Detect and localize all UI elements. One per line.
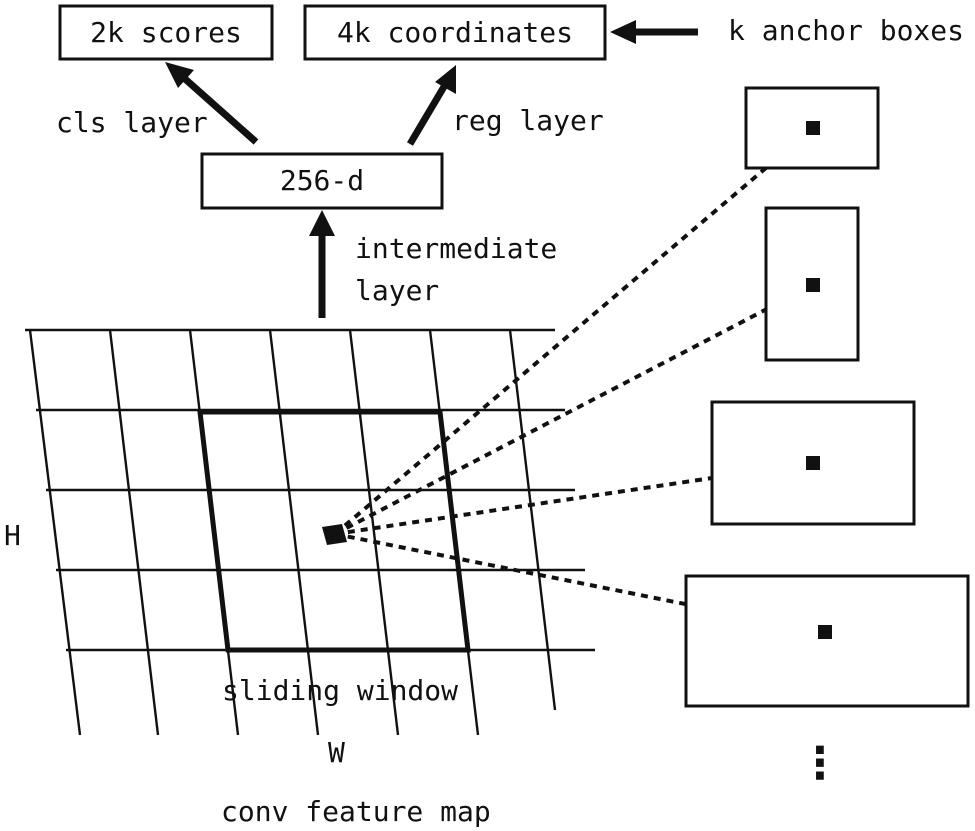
cls-arrow-shaft <box>181 75 259 145</box>
feature-256d-box <box>200 152 444 210</box>
anchor-center-3 <box>806 456 820 470</box>
anchor-box-4 <box>684 574 970 708</box>
grid-col-line <box>268 329 320 736</box>
intermediate-label-line2: layer <box>355 274 439 307</box>
sliding-window-box <box>197 409 471 653</box>
grid-col-line <box>348 329 400 736</box>
feature-map-grid <box>25 328 595 736</box>
cls-layer-label: cls layer <box>56 106 208 139</box>
grid-col-line <box>108 329 160 736</box>
anchor-center-2 <box>806 278 820 292</box>
anchor-center-4 <box>818 625 832 639</box>
coordinates-label: 4k coordinates <box>337 16 573 49</box>
grid-col-line <box>28 329 82 736</box>
height-axis-label: H <box>4 519 21 552</box>
window-center-marker <box>322 524 347 545</box>
anchor-to-coords-arrowhead <box>610 20 636 44</box>
anchor-boxes-label: k anchor boxes <box>728 14 964 47</box>
scores-box <box>58 4 274 61</box>
feature-256d-label: 256-d <box>280 164 364 197</box>
reg-arrow-shaft <box>406 83 449 146</box>
sliding-window-label: sliding window <box>222 674 458 707</box>
intermediate-arrowhead <box>309 210 335 236</box>
more-anchors-ellipsis: ⋮ <box>798 738 842 789</box>
feature-map-label: conv feature map <box>221 795 491 828</box>
anchor-link-3 <box>334 461 814 536</box>
coordinates-box <box>303 4 607 61</box>
cls-arrowhead <box>165 62 194 88</box>
grid-col-line <box>508 329 557 711</box>
intermediate-label-line1: intermediate <box>355 232 557 265</box>
anchor-center-1 <box>806 121 820 135</box>
reg-arrowhead <box>435 65 456 94</box>
anchor-link-1 <box>333 126 815 536</box>
reg-layer-label: reg layer <box>452 104 604 137</box>
width-axis-label: W <box>328 736 345 769</box>
scores-label: 2k scores <box>90 16 242 49</box>
